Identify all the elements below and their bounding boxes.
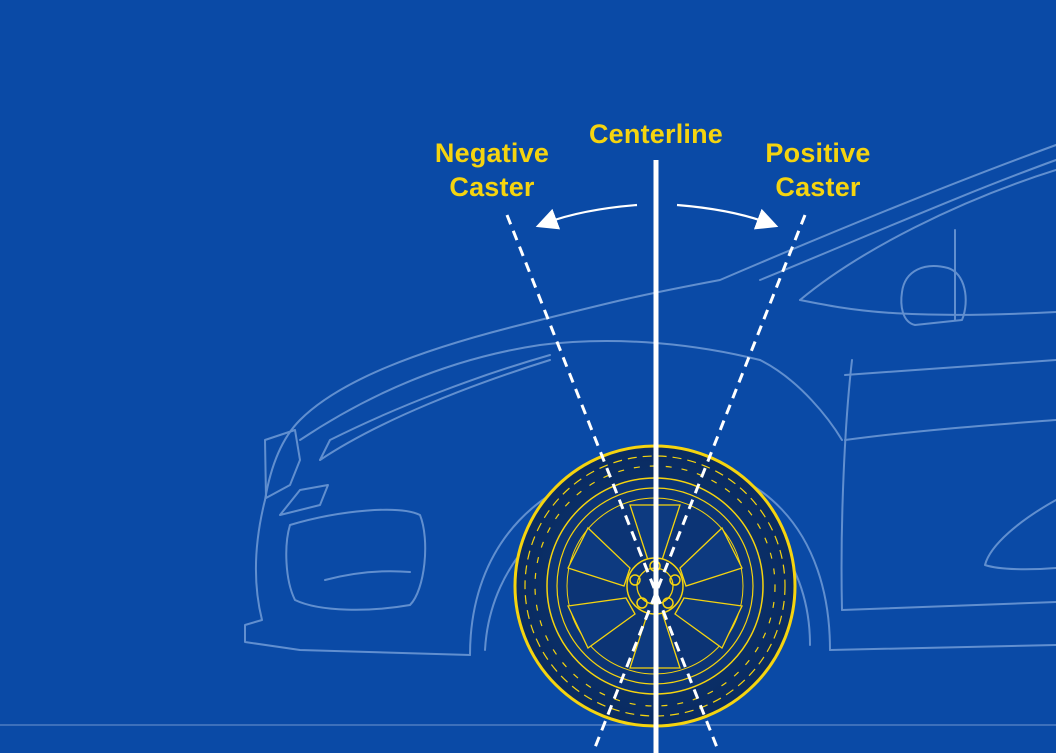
positive-caster-line: [592, 214, 807, 751]
negative-caster-label-line2: Caster: [449, 172, 535, 202]
negative-caster-line: [505, 214, 720, 751]
positive-caster-label-line2: Caster: [775, 172, 861, 202]
curved-arrow-left-icon: [535, 203, 638, 230]
curved-arrow-right-icon: [676, 203, 779, 230]
positive-caster-label-line1: Positive: [765, 138, 870, 168]
negative-caster-label-line1: Negative: [435, 138, 549, 168]
centerline-label: Centerline: [589, 119, 723, 149]
car-outline: [244, 144, 1056, 656]
